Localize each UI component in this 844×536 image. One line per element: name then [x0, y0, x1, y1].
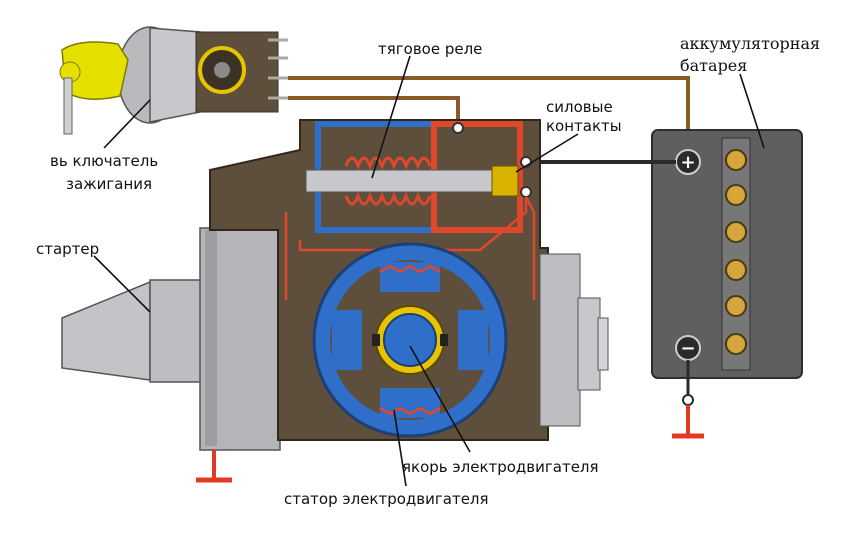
ignition-key: [59, 41, 129, 135]
starter-ground: [196, 450, 232, 483]
armature: [372, 305, 448, 375]
solenoid-wires: [284, 196, 536, 300]
label-armature: якорь электродвигателя: [402, 458, 599, 476]
label-switch-line1: вь ключатель: [50, 152, 159, 170]
label-switch-line2: зажигания: [66, 175, 153, 193]
label-battery-line2: батарея: [680, 56, 748, 75]
label-starter: стартер: [36, 240, 100, 258]
solenoid: [305, 121, 532, 233]
battery: [651, 129, 803, 379]
battery-plus-sign: +: [680, 152, 695, 173]
pointer-lines: [93, 55, 765, 487]
battery-ground: [672, 360, 704, 439]
battery-minus-sign: −: [680, 338, 695, 359]
label-stator: статор электродвигателя: [284, 490, 489, 508]
starter-nose: [61, 227, 281, 451]
label-contacts-line2: контакты: [546, 117, 622, 135]
ignition-switch: [117, 26, 288, 124]
label-battery-line1: аккумуляторная: [680, 34, 821, 53]
label-relay: тяговое реле: [378, 40, 483, 58]
label-contacts-line1: силовые: [546, 98, 613, 116]
